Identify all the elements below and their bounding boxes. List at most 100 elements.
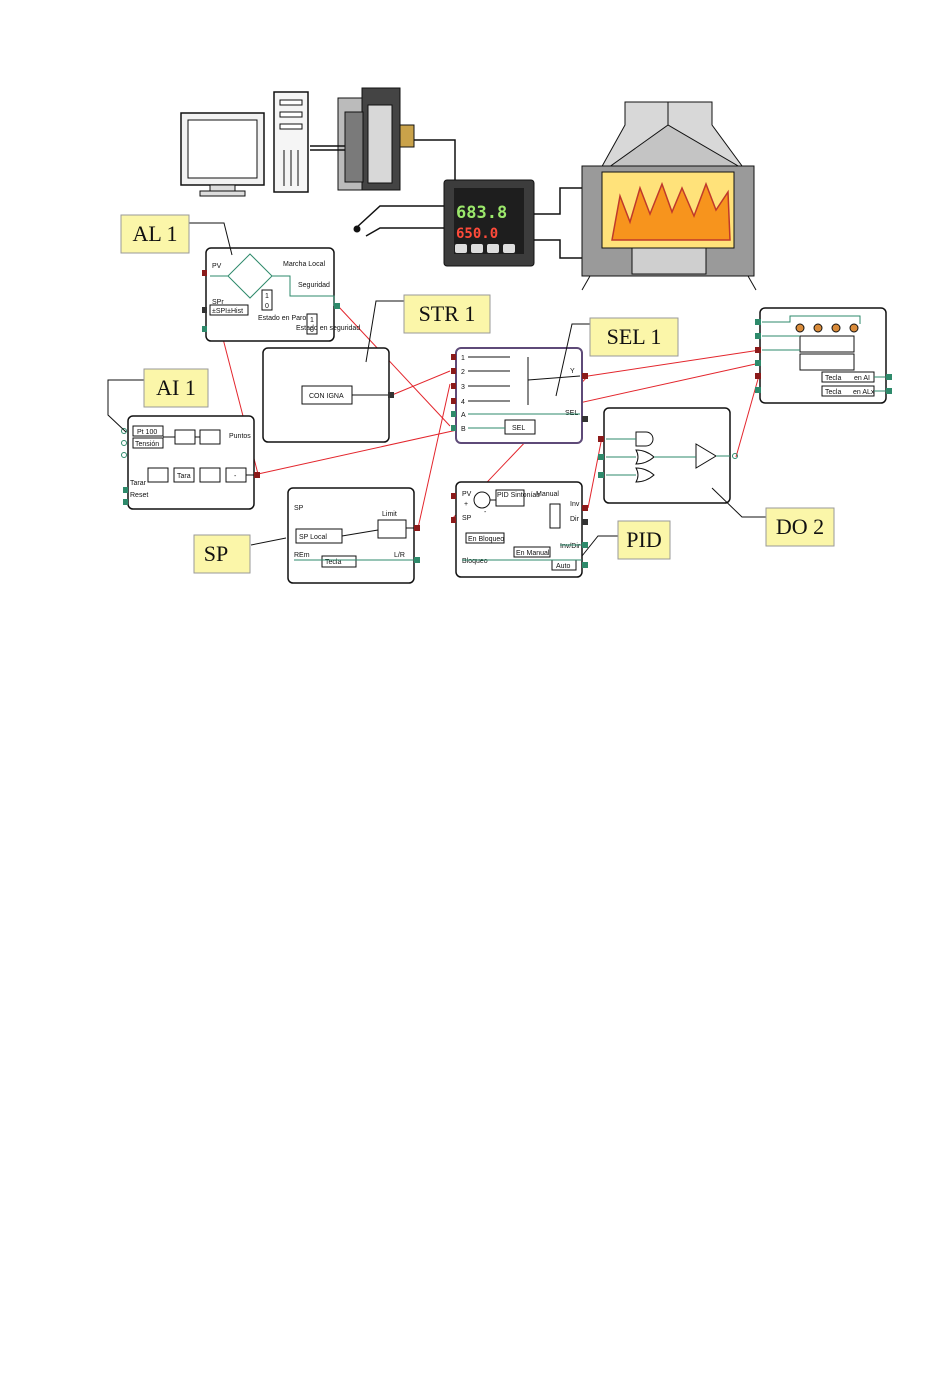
al1-spr-port[interactable] bbox=[202, 307, 207, 313]
sel1-in2-port[interactable] bbox=[451, 368, 456, 374]
tag-pid-label: PID bbox=[626, 527, 661, 552]
str1-block: CON IGNA bbox=[262, 347, 394, 443]
display-port-6[interactable] bbox=[755, 387, 761, 393]
sp-block: SP SP Local Limit REm L/R Tecla bbox=[287, 487, 420, 584]
pid-minus-label: - bbox=[484, 509, 487, 516]
sel1-ina-port[interactable] bbox=[451, 411, 456, 417]
pid-block: PV SP + - PID Sintonías Manual Inv Dir I… bbox=[451, 481, 588, 578]
ai1-tarar-port[interactable] bbox=[123, 487, 128, 493]
al1-sp-hist-label: ±SPI±Hist bbox=[212, 308, 243, 315]
sel1-block: 1 2 3 4 A B Y SEL SEL bbox=[451, 347, 588, 444]
display-block: Tecla en AI Tecla en ALx bbox=[755, 307, 892, 404]
al1-out-port[interactable] bbox=[334, 303, 340, 309]
sp-out-port[interactable] bbox=[414, 525, 420, 531]
tag-str1: STR 1 bbox=[403, 294, 491, 334]
sp-lr-port[interactable] bbox=[414, 557, 420, 563]
ai1-out-port[interactable] bbox=[254, 472, 260, 478]
sel1-sel-port[interactable] bbox=[582, 416, 588, 422]
sel1-in1-label: 1 bbox=[461, 355, 465, 362]
tag-al1-label: AL 1 bbox=[132, 221, 177, 246]
sp-tecla-button[interactable] bbox=[321, 555, 357, 568]
display-port-4[interactable] bbox=[755, 360, 761, 366]
tag-al1: AL 1 bbox=[120, 214, 190, 254]
controller-sp-display: 650.0 bbox=[456, 226, 498, 242]
pid-auto-port[interactable] bbox=[582, 562, 588, 568]
pid-sp-port[interactable] bbox=[451, 517, 456, 523]
thermocouple-probe-icon bbox=[353, 205, 444, 237]
do2-in1-port[interactable] bbox=[598, 436, 604, 442]
ai1-terminal-3[interactable] bbox=[121, 452, 127, 458]
str1-out-port[interactable] bbox=[388, 392, 394, 398]
tecla-ai-suffix: en AI bbox=[854, 375, 870, 382]
pid-inv-port[interactable] bbox=[582, 505, 588, 511]
controller-key-2[interactable] bbox=[471, 244, 483, 253]
do2-block bbox=[598, 407, 738, 504]
ai1-minus-label: - bbox=[234, 473, 237, 480]
or-gate-icon bbox=[635, 449, 655, 465]
tag-sp-label: SP bbox=[204, 541, 228, 566]
temperature-controller: 683.8 650.0 bbox=[443, 179, 535, 267]
sp-local-label: SP Local bbox=[299, 534, 327, 541]
sp-limit-label: Limit bbox=[382, 511, 397, 518]
callout-leaders bbox=[107, 222, 766, 557]
pid-inv-dir-label: Inv/Dir bbox=[560, 543, 581, 550]
pid-inv-label: Inv bbox=[570, 501, 580, 508]
sel1-in2-label: 2 bbox=[461, 369, 465, 376]
tag-ai1-label: AI 1 bbox=[156, 375, 196, 400]
plc-module-icon bbox=[310, 87, 456, 191]
sp-rem-label: REm bbox=[294, 552, 310, 559]
tag-str1-label: STR 1 bbox=[419, 301, 476, 326]
display-port-3[interactable] bbox=[755, 347, 761, 353]
al1-pv-port[interactable] bbox=[202, 270, 207, 276]
display-tecla-alx-port[interactable] bbox=[886, 388, 892, 394]
pid-en-manual-box bbox=[513, 546, 551, 558]
display-port-5[interactable] bbox=[755, 373, 761, 379]
sel1-inb-port[interactable] bbox=[451, 425, 456, 431]
al1-zero-b-label: 0 bbox=[310, 327, 314, 334]
tag-sel1: SEL 1 bbox=[589, 317, 679, 357]
controller-key-4[interactable] bbox=[503, 244, 515, 253]
pid-pv-port[interactable] bbox=[451, 493, 456, 499]
sel1-sel-box-label: SEL bbox=[512, 425, 525, 432]
ai1-terminal-2[interactable] bbox=[121, 440, 127, 446]
pid-en-bloqueo-label: En Bloqueo bbox=[468, 536, 504, 543]
display-tecla-ai-port[interactable] bbox=[886, 374, 892, 380]
ai1-reset-port[interactable] bbox=[123, 499, 128, 505]
tag-pid: PID bbox=[617, 520, 671, 560]
pid-auto-label: Auto bbox=[556, 563, 571, 570]
display-port-1[interactable] bbox=[755, 319, 761, 325]
tag-do2-label: DO 2 bbox=[776, 514, 824, 539]
sel1-y-port[interactable] bbox=[582, 373, 588, 379]
ai1-tara-label: Tara bbox=[177, 473, 191, 480]
sel1-ina-label: A bbox=[461, 412, 466, 419]
sel1-in3-port[interactable] bbox=[451, 383, 456, 389]
pid-manual-label: Manual bbox=[536, 491, 559, 498]
sel1-in1-port[interactable] bbox=[451, 354, 456, 360]
display-port-2[interactable] bbox=[755, 333, 761, 339]
pid-sp-label: SP bbox=[462, 515, 472, 522]
led-2-icon bbox=[813, 323, 823, 333]
pid-dir-port[interactable] bbox=[582, 519, 588, 525]
tecla-alx-label: Tecla bbox=[825, 389, 841, 396]
sel1-in4-port[interactable] bbox=[451, 398, 456, 404]
pid-inv-dir-port[interactable] bbox=[582, 542, 588, 548]
controller-key-3[interactable] bbox=[487, 244, 499, 253]
al1-estado-seguridad-label: Estado en seguridad bbox=[296, 325, 360, 332]
do2-out-terminal[interactable] bbox=[732, 453, 738, 459]
ai1-terminal-1[interactable] bbox=[121, 428, 127, 434]
controller-key-1[interactable] bbox=[455, 244, 467, 253]
al1-one-label: 1 bbox=[265, 293, 269, 300]
pid-pv-label: PV bbox=[462, 491, 472, 498]
al1-zero-label: 0 bbox=[265, 303, 269, 310]
al1-in-port[interactable] bbox=[202, 326, 207, 332]
al1-estado-paro-label: Estado en Paro bbox=[258, 315, 306, 322]
computer-tower-icon bbox=[273, 91, 309, 193]
al1-seguridad-label: Seguridad bbox=[298, 282, 330, 289]
buffer-icon bbox=[695, 443, 717, 469]
tag-ai1: AI 1 bbox=[143, 368, 209, 408]
ai1-tension-label: Tensión bbox=[135, 441, 159, 448]
tag-sel1-label: SEL 1 bbox=[607, 324, 662, 349]
al1-one-b-label: 1 bbox=[310, 317, 314, 324]
do2-in2-port[interactable] bbox=[598, 454, 604, 460]
do2-in3-port[interactable] bbox=[598, 472, 604, 478]
